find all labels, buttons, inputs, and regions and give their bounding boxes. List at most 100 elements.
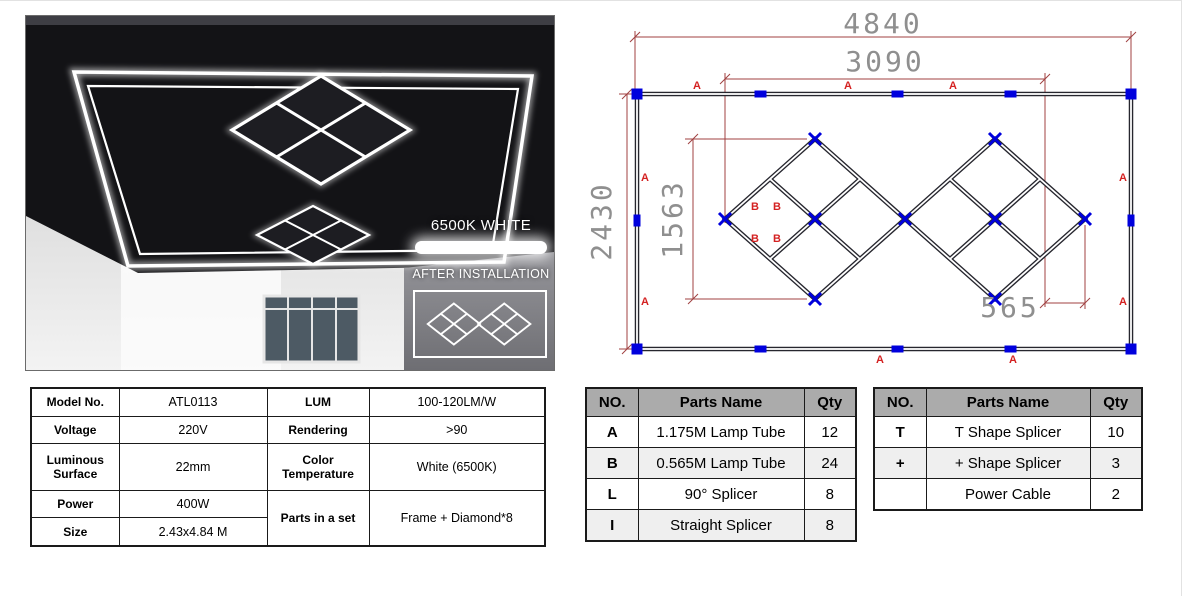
parts-header-no: NO. <box>873 387 927 417</box>
spec-value-cell: 220V <box>118 415 268 445</box>
parts-name-cell: 90° Splicer <box>637 478 805 510</box>
diamond-pattern-badge <box>413 290 547 358</box>
marker-b-label: B <box>751 201 759 213</box>
parts-header-no: NO. <box>585 387 639 417</box>
parts-row: B 0.565M Lamp Tube 24 <box>585 447 857 479</box>
spec-key-cell: LUM <box>266 387 370 417</box>
led-tube-sample <box>415 241 547 254</box>
parts-header-qty: Qty <box>1089 387 1143 417</box>
dim-total-height-label: 2430 <box>585 181 618 260</box>
parts-name-cell: 0.565M Lamp Tube <box>637 447 805 479</box>
marker-a-label: A <box>641 296 649 308</box>
color-temp-label: 6500K WHITE <box>430 217 532 234</box>
marker-b-label: B <box>751 233 759 245</box>
marker-b-label: B <box>773 201 781 213</box>
spec-key-cell: Voltage <box>30 415 120 445</box>
spec-key-cell: Power <box>30 489 120 519</box>
parts-no-cell: + <box>873 447 927 479</box>
marker-a-label: A <box>876 354 884 366</box>
diamond-pattern-icon <box>426 302 532 346</box>
marker-a-label: A <box>844 80 852 92</box>
spec-row: Luminous Surface 22mm Color Temperature … <box>30 443 546 491</box>
photo-render <box>26 16 554 370</box>
spec-table: Model No. ATL0113 LUM 100-120LM/W Voltag… <box>30 387 546 547</box>
cad-drawing: A A A A A A A A A B B B B 4840 3090 2430… <box>585 7 1137 366</box>
parts-header-row: NO. Parts Name Qty <box>585 387 857 417</box>
spec-value-cell: 22mm <box>118 443 268 491</box>
spec-row: Voltage 220V Rendering >90 <box>30 415 546 445</box>
dim-inner-width-label: 3090 <box>845 45 924 78</box>
parts-qty-cell: 3 <box>1089 447 1143 479</box>
marker-a-label: A <box>949 80 957 92</box>
cad-diagram: A A A A A A A A A B B B B 4840 3090 2430… <box>585 7 1181 379</box>
spec-row: Size 2.43x4.84 M <box>30 517 545 547</box>
parts-name-cell: + Shape Splicer <box>925 447 1091 479</box>
blue-x-connectors <box>717 131 1093 307</box>
parts-table-2: NO. Parts Name Qty T T Shape Splicer 10 … <box>873 387 1143 511</box>
dim-cluster-height-label: 1563 <box>656 179 689 258</box>
parts-header-qty: Qty <box>803 387 857 417</box>
part-letter-labels: A A A A A A A A A B B B B <box>641 80 1127 366</box>
spec-row: Power 400W Parts in a set Frame + Diamon… <box>30 489 546 547</box>
marker-a-label: A <box>1009 354 1017 366</box>
parts-row: L 90° Splicer 8 <box>585 478 857 510</box>
parts-no-cell: A <box>585 416 639 448</box>
spec-value-cell: 2.43x4.84 M <box>118 517 268 547</box>
parts-qty-cell: 2 <box>1089 478 1143 511</box>
frame-outline <box>634 91 1134 352</box>
spec-row: Model No. ATL0113 LUM 100-120LM/W <box>30 387 546 417</box>
marker-b-label: B <box>773 233 781 245</box>
parts-no-cell: I <box>585 509 639 542</box>
spec-value-cell: ATL0113 <box>118 387 268 417</box>
marker-a-label: A <box>1119 296 1127 308</box>
spec-value-cell: 100-120LM/W <box>368 387 546 417</box>
spec-key-cell: Parts in a set <box>266 489 370 547</box>
parts-row: I Straight Splicer 8 <box>585 509 857 542</box>
after-installation-label: AFTER INSTALLATION <box>412 267 550 281</box>
parts-row: T T Shape Splicer 10 <box>873 416 1143 448</box>
spec-key-cell: Model No. <box>30 387 120 417</box>
marker-a-label: A <box>693 80 701 92</box>
parts-header-row: NO. Parts Name Qty <box>873 387 1143 417</box>
spec-value-cell: >90 <box>368 415 546 445</box>
parts-qty-cell: 12 <box>803 416 857 448</box>
blue-connector-markers <box>631 88 1137 355</box>
dim-total-width-label: 4840 <box>843 7 922 40</box>
spec-key-cell: Color Temperature <box>266 443 370 491</box>
dimension-lines <box>619 31 1137 355</box>
spec-key-cell: Rendering <box>266 415 370 445</box>
parts-header-name: Parts Name <box>637 387 805 417</box>
parts-name-cell: Straight Splicer <box>637 509 805 542</box>
parts-name-cell: Power Cable <box>925 478 1091 511</box>
marker-a-label: A <box>641 172 649 184</box>
installation-photo: 6500K WHITE AFTER INSTALLATION <box>25 15 555 371</box>
dimension-labels: 4840 3090 2430 1563 565 <box>585 7 1040 324</box>
spec-value-cell: Frame + Diamond*8 <box>368 489 546 547</box>
parts-name-cell: T Shape Splicer <box>925 416 1091 448</box>
parts-row: Power Cable 2 <box>873 478 1143 511</box>
parts-header-name: Parts Name <box>925 387 1091 417</box>
spec-key-cell: Size <box>30 517 120 547</box>
parts-row: A 1.175M Lamp Tube 12 <box>585 416 857 448</box>
parts-qty-cell: 24 <box>803 447 857 479</box>
diamond-cluster-small <box>251 203 375 267</box>
spec-key-cell: Luminous Surface <box>30 443 120 491</box>
ceiling-beam <box>26 16 554 25</box>
parts-no-cell: L <box>585 478 639 510</box>
spec-value-cell: White (6500K) <box>368 443 546 491</box>
side-wall <box>404 252 554 370</box>
parts-no-cell <box>873 478 927 511</box>
parts-no-cell: B <box>585 447 639 479</box>
dim-diamond-side-label: 565 <box>980 291 1040 324</box>
diamond-cluster-large <box>225 71 417 189</box>
spec-value-cell: 400W <box>118 489 268 519</box>
parts-no-cell: T <box>873 416 927 448</box>
parts-name-cell: 1.175M Lamp Tube <box>637 416 805 448</box>
parts-qty-cell: 10 <box>1089 416 1143 448</box>
parts-table-1: NO. Parts Name Qty A 1.175M Lamp Tube 12… <box>585 387 857 542</box>
parts-qty-cell: 8 <box>803 478 857 510</box>
marker-a-label: A <box>1119 172 1127 184</box>
window <box>262 294 361 364</box>
parts-qty-cell: 8 <box>803 509 857 542</box>
